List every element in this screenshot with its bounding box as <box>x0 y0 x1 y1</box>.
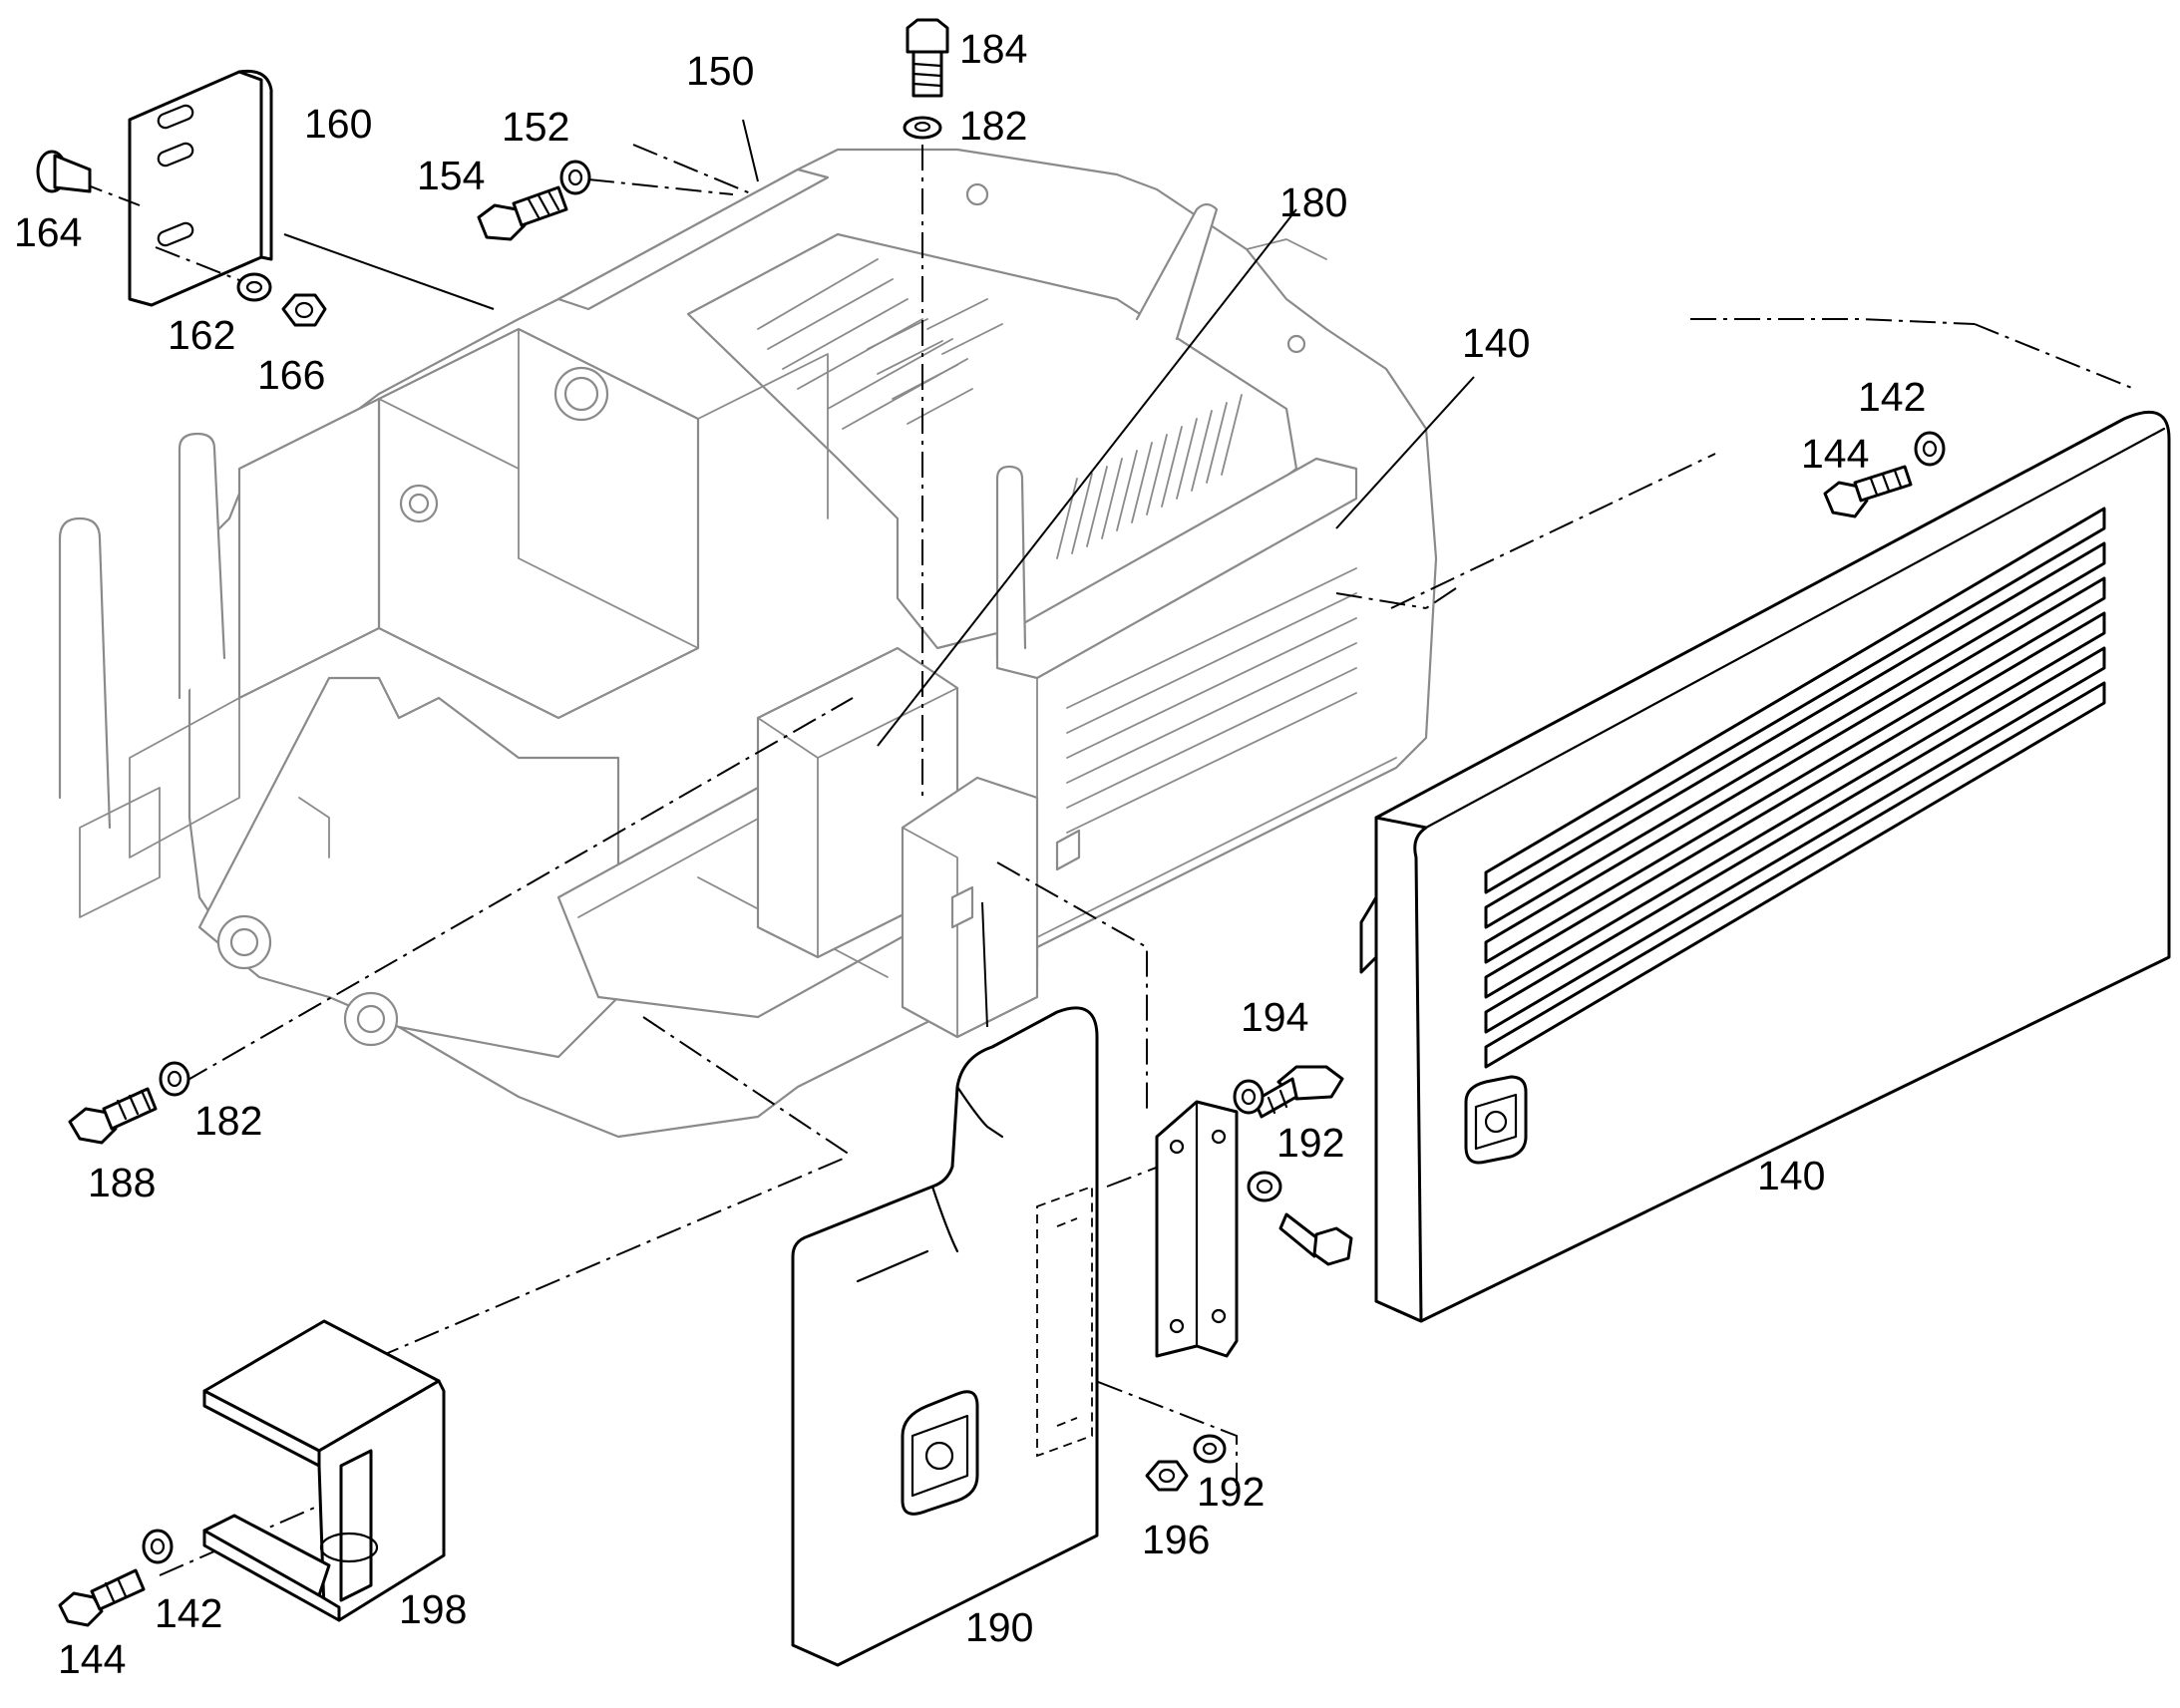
bolt-144-left <box>58 1568 146 1627</box>
hood-slots <box>757 258 1003 430</box>
left-handrail-2 <box>178 432 226 700</box>
callout-198: 198 <box>399 1586 467 1632</box>
upper-frame-assembly <box>58 148 1438 1139</box>
leader-lines <box>283 119 1475 1028</box>
callout-150: 150 <box>686 48 754 94</box>
callout-192-lower: 192 <box>1197 1469 1265 1515</box>
rear-handle <box>1135 202 1219 341</box>
cover-latch-icon <box>901 1390 979 1516</box>
callout-144-right: 144 <box>1801 431 1869 477</box>
bracket-160 <box>77 69 273 307</box>
right-grille <box>995 457 1358 680</box>
callout-140-top: 140 <box>1462 320 1530 366</box>
callout-162: 162 <box>168 312 235 358</box>
angle-bracket <box>1155 1100 1239 1358</box>
bolt-188 <box>68 1087 158 1145</box>
callout-190: 190 <box>965 1604 1033 1650</box>
callout-194: 194 <box>1241 994 1308 1040</box>
callout-196: 196 <box>1142 1517 1210 1562</box>
callout-160: 160 <box>304 101 372 147</box>
callout-192-upper: 192 <box>1276 1120 1344 1166</box>
callout-152: 152 <box>502 104 569 150</box>
clamp-bracket-198 <box>202 1319 446 1622</box>
washer-192-mid <box>1247 1171 1282 1202</box>
nut-196 <box>1145 1460 1189 1492</box>
side-vent-ribs <box>1056 394 1243 559</box>
callout-184: 184 <box>959 26 1027 72</box>
washer-182-top <box>903 116 942 140</box>
callout-140-panel: 140 <box>1757 1153 1825 1198</box>
right-handrail <box>995 465 1027 660</box>
door-latch-icon <box>1464 1075 1528 1165</box>
side-louvers <box>1066 567 1357 834</box>
callout-166: 166 <box>257 352 325 398</box>
washer-152 <box>559 160 591 195</box>
door-louvers <box>1484 507 2106 1069</box>
washer-162 <box>236 272 272 302</box>
callout-144-left: 144 <box>58 1636 126 1682</box>
bolt-lower <box>1278 1212 1353 1266</box>
callout-142-right: 142 <box>1858 374 1926 420</box>
washer-182-left <box>159 1061 190 1097</box>
left-handrail <box>58 516 112 830</box>
bolt-194 <box>1253 1065 1344 1119</box>
washer-192-upper <box>1233 1079 1265 1115</box>
callout-154: 154 <box>417 153 485 198</box>
screw-164 <box>36 150 92 193</box>
callout-164: 164 <box>14 209 82 255</box>
callout-182-top: 182 <box>959 103 1027 149</box>
top-grille <box>556 168 830 311</box>
assembly-lines <box>159 144 2135 1576</box>
washer-142-right <box>1914 431 1946 467</box>
washer-192-lower <box>1193 1434 1227 1464</box>
callout-142-left: 142 <box>155 1590 222 1636</box>
boom-mount <box>197 676 620 1059</box>
corner-cover-190 <box>791 1006 1099 1667</box>
bolt-184 <box>906 18 949 98</box>
callout-182-left: 182 <box>194 1098 262 1144</box>
callout-180: 180 <box>1279 179 1347 225</box>
bolt-144-right <box>1823 465 1913 518</box>
fuel-tank <box>237 397 381 700</box>
nut-166 <box>281 293 327 327</box>
callout-labels: 184 182 150 152 154 160 164 162 166 180 … <box>14 26 1926 1682</box>
callout-188: 188 <box>88 1160 156 1205</box>
washer-142-left <box>142 1529 174 1564</box>
side-door-panel-140 <box>1359 410 2171 1323</box>
bolt-154 <box>477 185 568 241</box>
